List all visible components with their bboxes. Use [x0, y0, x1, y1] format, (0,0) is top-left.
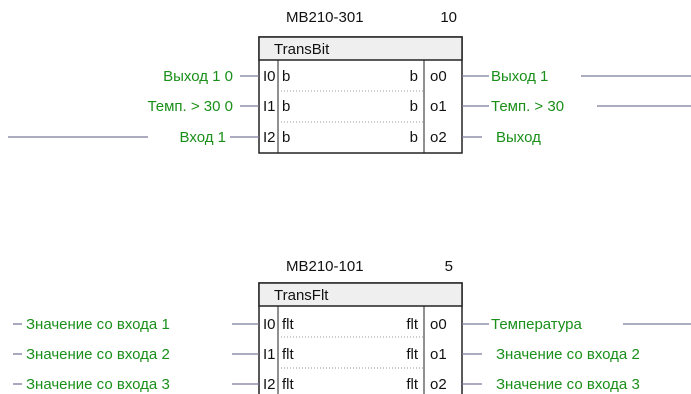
- block-title: TransFlt: [274, 287, 329, 304]
- input-type-label: b: [282, 98, 290, 115]
- block-title-bar: [258, 282, 463, 307]
- output-signal-label: Значение со входа 2: [496, 346, 640, 363]
- input-signal-label: Значение со входа 1: [26, 316, 170, 333]
- input-port-label: I0: [263, 68, 276, 85]
- input-type-label: flt: [282, 376, 295, 393]
- input-type-label: b: [282, 68, 290, 85]
- block-transbit[interactable]: MB210-301 10 TransBit I0 b b o0 I1 b b o…: [258, 9, 463, 154]
- input-port-label: I1: [263, 98, 276, 115]
- input-type-label: flt: [282, 346, 295, 363]
- output-signal-label: Выход 1: [491, 68, 548, 85]
- block-transflt[interactable]: MB210-101 5 TransFlt I0 flt flt o0 I1 fl…: [258, 258, 463, 394]
- output-signal-label: Темп. > 30: [491, 98, 564, 115]
- input-signal-label: Темп. > 30 0: [147, 98, 233, 115]
- input-port-label: I2: [263, 376, 276, 393]
- output-type-label: b: [410, 98, 418, 115]
- input-type-label: flt: [282, 316, 295, 333]
- input-signal-label: Значение со входа 2: [26, 346, 170, 363]
- output-signal-label: Температура: [491, 316, 583, 333]
- block-title: TransBit: [274, 41, 330, 58]
- output-type-label: b: [410, 68, 418, 85]
- output-port-label: o1: [430, 98, 447, 115]
- block-number: 10: [440, 9, 457, 26]
- output-type-label: flt: [406, 376, 419, 393]
- input-port-label: I2: [263, 129, 276, 146]
- input-signal-label: Выход 1 0: [163, 68, 233, 85]
- input-port-label: I0: [263, 316, 276, 333]
- output-port-label: o0: [430, 68, 447, 85]
- output-signal-label: Значение со входа 3: [496, 376, 640, 393]
- output-type-label: flt: [406, 346, 419, 363]
- output-port-label: o0: [430, 316, 447, 333]
- output-port-label: o2: [430, 129, 447, 146]
- block-device-name: MB210-101: [286, 258, 364, 275]
- block-device-name: MB210-301: [286, 9, 364, 26]
- output-type-label: flt: [406, 316, 419, 333]
- block-title-bar: [258, 36, 463, 61]
- output-port-label: o1: [430, 346, 447, 363]
- input-port-label: I1: [263, 346, 276, 363]
- output-port-label: o2: [430, 376, 447, 393]
- input-signal-label: Вход 1: [180, 129, 226, 146]
- output-type-label: b: [410, 129, 418, 146]
- input-signal-label: Значение со входа 3: [26, 376, 170, 393]
- block-number: 5: [445, 258, 453, 275]
- output-signal-label: Выход: [496, 129, 541, 146]
- input-type-label: b: [282, 129, 290, 146]
